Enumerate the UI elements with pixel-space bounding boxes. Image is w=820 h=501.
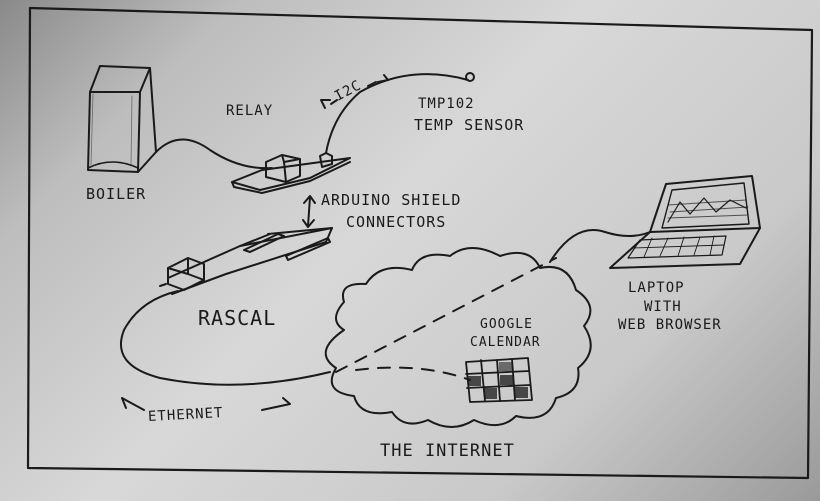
i2c-dash-2 (367, 81, 377, 87)
connectors-label: CONNECTORS (346, 213, 447, 231)
i2c-dash-1 (330, 99, 338, 105)
calendar-label: CALENDAR (470, 335, 541, 350)
i2c-wire (325, 73, 469, 154)
ethernet-label: ETHERNET (147, 405, 224, 425)
boiler-relay-wire (155, 138, 273, 170)
ethernet-arrow-left (121, 397, 145, 411)
internet-label: THE INTERNET (380, 441, 515, 461)
laptop-label: LAPTOP (628, 280, 685, 296)
internet-cloud (324, 247, 592, 428)
arduino-shield-label: ARDUINO SHIELD (321, 191, 462, 209)
dashed-link-rascal-laptop (335, 257, 557, 373)
tmp102-label: TMP102 (418, 96, 475, 112)
rascal-label: RASCAL (198, 306, 277, 330)
shield-connector-arrow (302, 195, 316, 228)
tmp102-sensor (465, 72, 475, 82)
page-border (26, 6, 814, 480)
laptop-drawing (609, 175, 761, 269)
web-browser-label: WEB BROWSER (618, 317, 722, 333)
relay-label: RELAY (226, 103, 274, 119)
arduino-shield-drawing (231, 152, 351, 194)
temp-sensor-label: TEMP SENSOR (414, 116, 525, 134)
boiler-label: BOILER (86, 185, 147, 203)
i2c-arrow-left (320, 99, 331, 109)
google-calendar-grid (465, 357, 533, 403)
dashed-link-rascal-calendar (355, 366, 471, 381)
google-label: GOOGLE (480, 317, 533, 332)
ethernet-cable (119, 290, 331, 386)
rascal-board-drawing (159, 227, 333, 295)
ethernet-arrow-right (261, 397, 291, 411)
i2c-arrow-right (377, 74, 389, 83)
laptop-wire (549, 229, 651, 263)
with-label: WITH (644, 299, 682, 315)
boiler-drawing (87, 65, 157, 173)
